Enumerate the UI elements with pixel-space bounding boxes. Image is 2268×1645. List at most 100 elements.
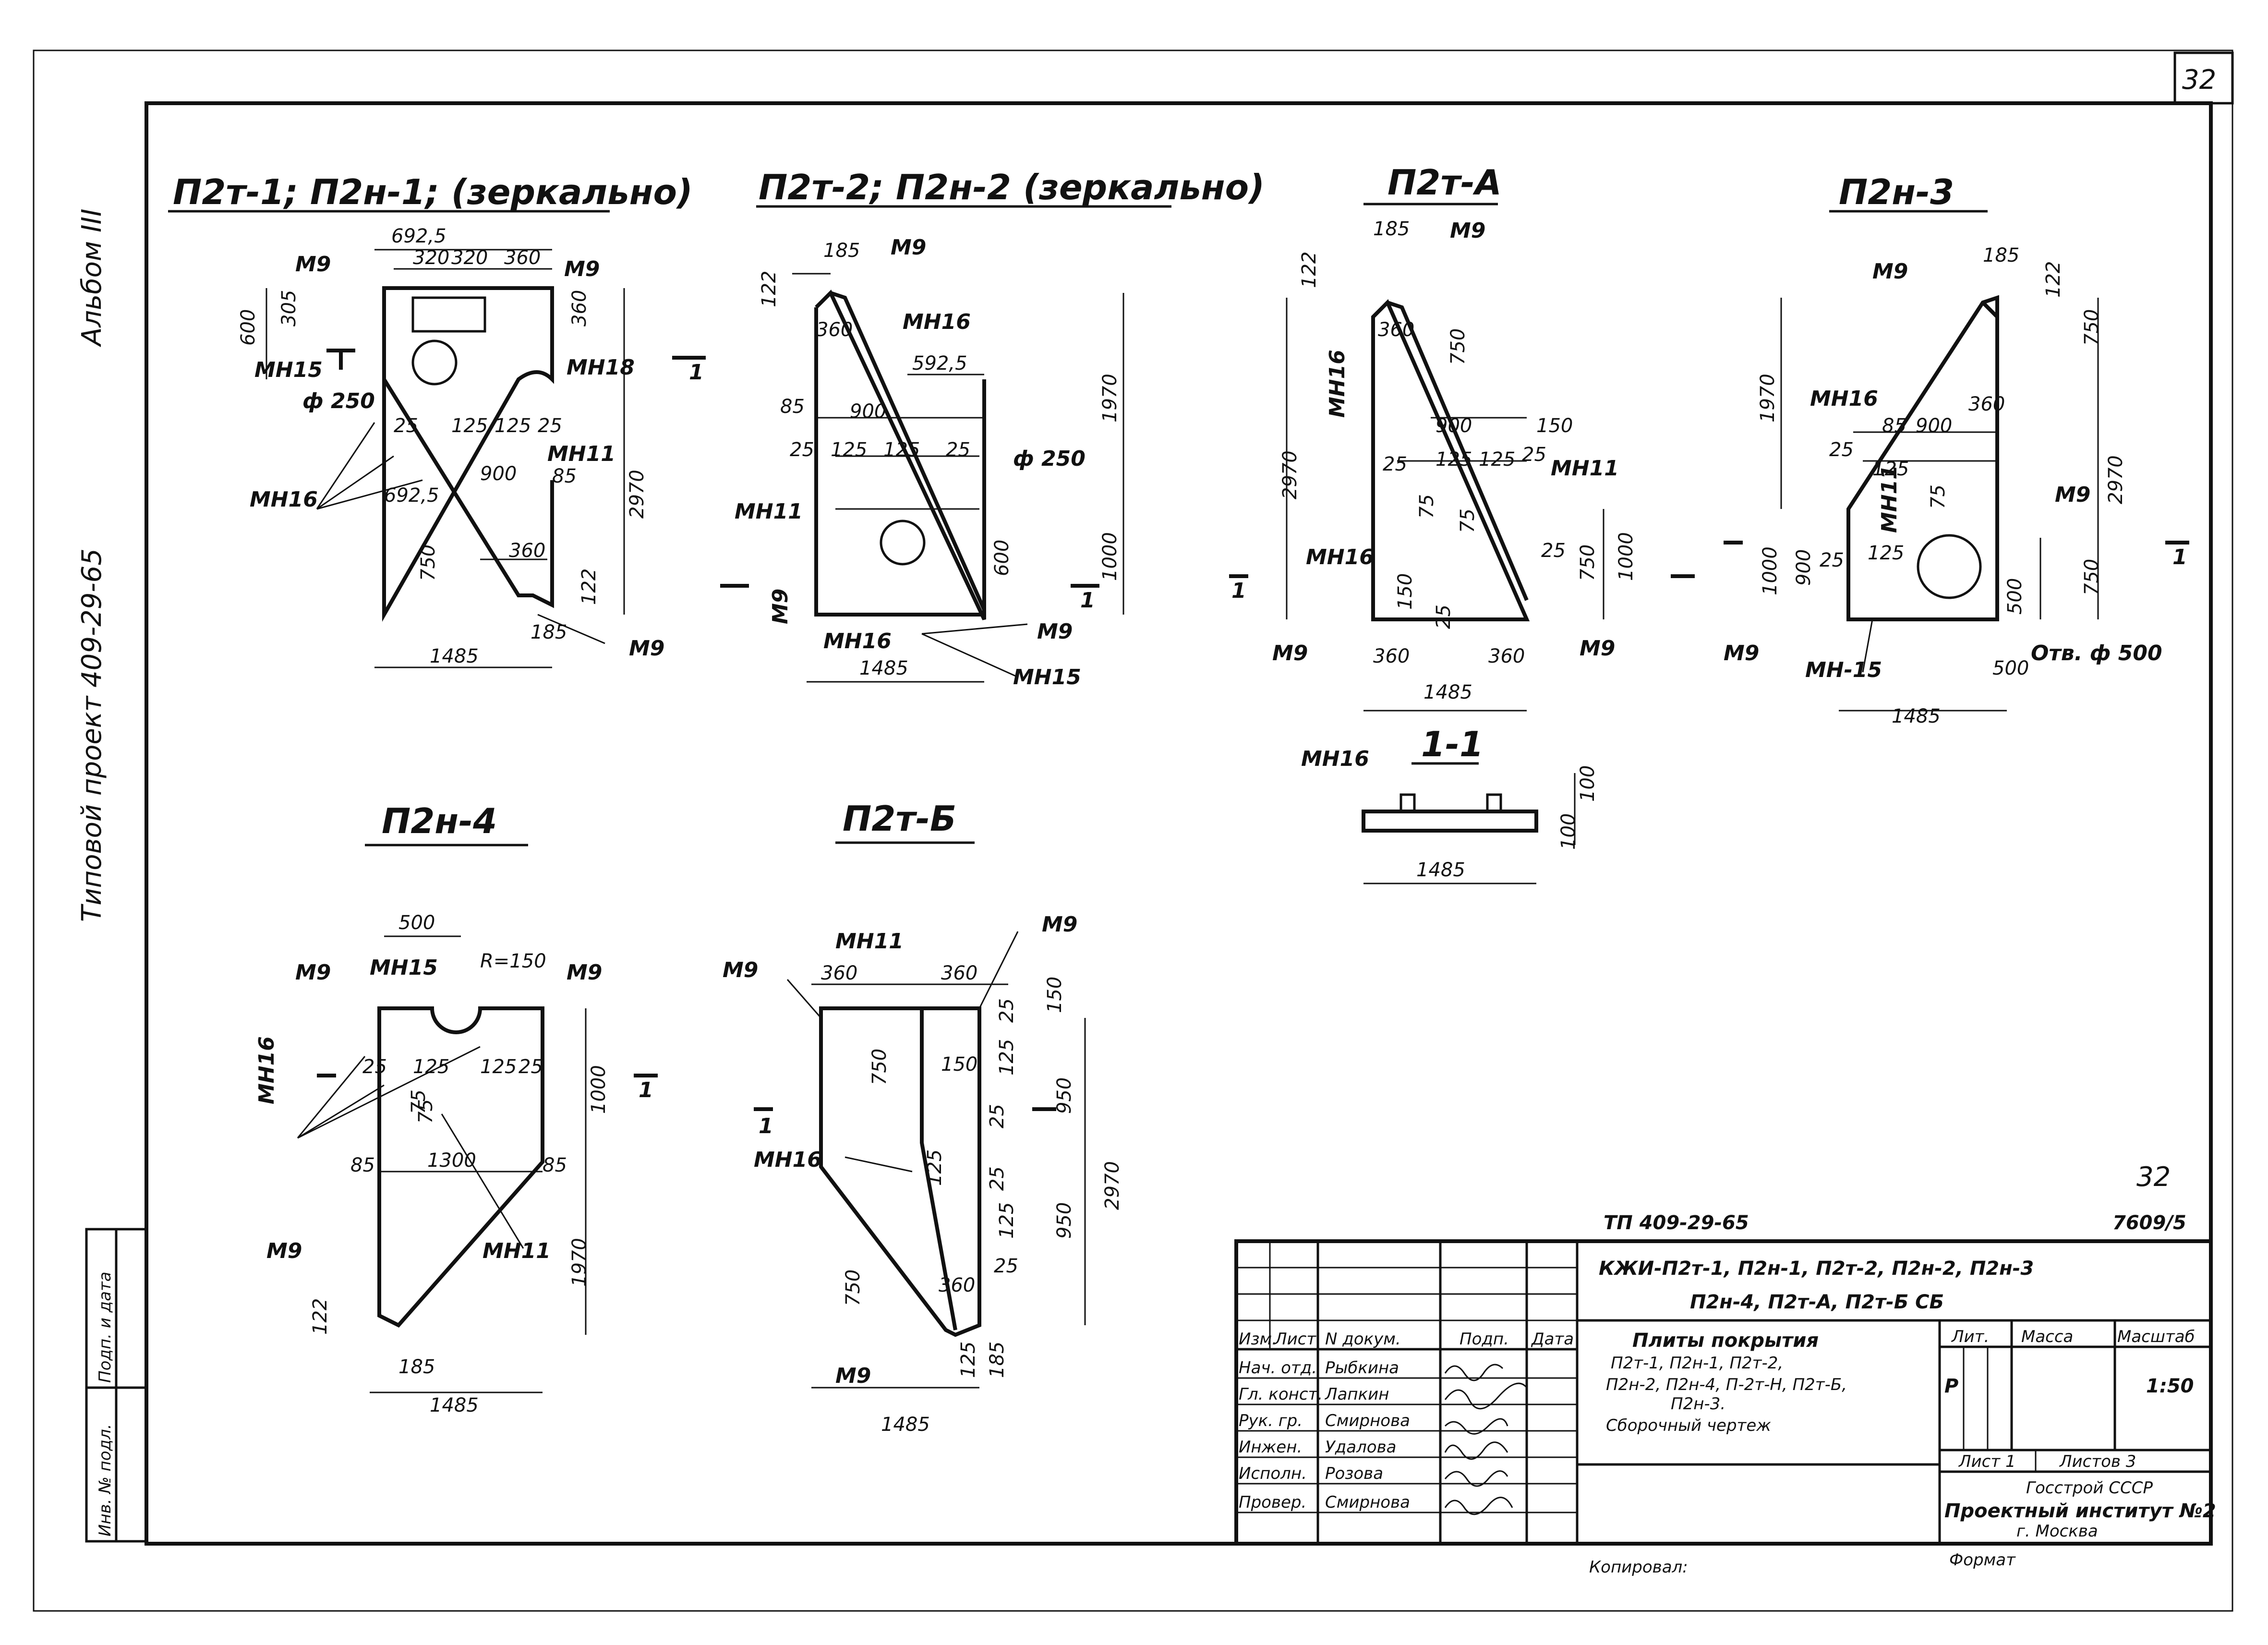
dimension-label: 1485 xyxy=(1892,705,1941,727)
page-number-box xyxy=(2173,51,2234,105)
dimension-label: 25 xyxy=(1383,453,1407,475)
opening-circle xyxy=(1917,534,1982,599)
text-label: Листов 3 xyxy=(2059,1452,2136,1471)
embed-mark-label: М9 xyxy=(1042,912,1077,937)
dimension-label: 125 xyxy=(495,415,531,437)
dimension-label: 750 xyxy=(1577,544,1599,581)
embed-mark-label: МН16 xyxy=(250,487,318,512)
dimension-label: 75 xyxy=(408,1089,430,1114)
dimension-label: 100 xyxy=(1577,765,1599,802)
drawing-stroke xyxy=(1387,301,1529,601)
slab-outline xyxy=(1846,295,1999,621)
signature xyxy=(1444,1418,1508,1435)
side-album: Альбом III xyxy=(76,209,108,348)
dimension-label: 600 xyxy=(237,309,259,346)
dimension-label: 1970 xyxy=(568,1238,591,1287)
dimension-label: 1485 xyxy=(881,1414,930,1436)
drawing-stroke xyxy=(1399,793,1416,813)
embed-mark-label: М9 xyxy=(2055,483,2090,507)
dimension-label: 125 xyxy=(996,1202,1018,1239)
dimension-label: 750 xyxy=(2081,559,2103,595)
dimension-label: 150 xyxy=(1536,415,1573,437)
dimension-label: 25 xyxy=(1433,605,1455,629)
dimension-label: 2970 xyxy=(626,470,648,519)
embed-mark-label: М9 xyxy=(295,960,331,985)
embed-mark-label: М9 xyxy=(891,235,926,260)
dimension-label: 320 xyxy=(413,247,449,269)
dimension-label: 360 xyxy=(1378,319,1414,341)
dimension-label: 185 xyxy=(986,1342,1008,1378)
panel-p2t-2: П2т-2; П2н-2 (зеркально) 185 122 360 592… xyxy=(720,167,1265,689)
embed-mark-label: МН16 xyxy=(1301,747,1369,771)
dimension-label: 2970 xyxy=(1101,1161,1123,1210)
inner-frame xyxy=(145,101,2213,1546)
dimension-label: 600 xyxy=(991,540,1013,576)
drawing-stroke xyxy=(830,291,986,611)
text-label: Гл. конст. xyxy=(1239,1385,1323,1404)
embed-mark-label: МН11 xyxy=(547,442,615,466)
dimension-label: 25 xyxy=(790,439,814,461)
section-mark-label: 1 xyxy=(1080,588,1095,613)
dimension-label: 25 xyxy=(519,1056,543,1078)
dimension-label: 125 xyxy=(957,1342,979,1378)
text-label: Смирнова xyxy=(1325,1411,1410,1430)
slab-outline xyxy=(814,290,986,620)
dimension-label: R=150 xyxy=(480,950,546,972)
dimension-label: 360 xyxy=(509,540,545,562)
embed-mark-label: МН18 xyxy=(567,355,635,380)
format-label: Формат xyxy=(1949,1550,2016,1570)
dimension-label: 75 xyxy=(1927,484,1949,509)
embed-mark-label: МН16 xyxy=(903,310,971,334)
drawing-stroke xyxy=(978,931,1019,1009)
panel-title: П2т-2; П2н-2 (зеркально) xyxy=(759,167,1265,207)
drawing-stroke xyxy=(1234,1239,2213,1546)
dimension-label: 150 xyxy=(941,1053,977,1076)
dimension-label: 122 xyxy=(578,568,600,605)
side-project: Типовой проект 409-29-65 xyxy=(76,548,108,922)
embed-mark-label: М9 xyxy=(564,257,600,281)
title-block: 32 ТП 409-29-65 7609/5 Изм. Лист xyxy=(1234,1161,2216,1577)
section-mark-label: 1 xyxy=(759,1114,773,1138)
text-label: Инжен. xyxy=(1239,1438,1302,1457)
dimension-label: 750 xyxy=(417,544,439,581)
embed-mark-label: МН11 xyxy=(835,929,904,954)
panel-p2n-3: П2н-3 185 122 750 1970 360 2970 85 900 2… xyxy=(1724,172,2189,727)
dimension-label: 500 xyxy=(2004,578,2026,615)
dimension-label: 750 xyxy=(842,1270,864,1306)
slab-outline xyxy=(382,286,554,622)
dimension-label: 900 xyxy=(1793,549,1815,586)
panel-p2t-b: П2т-Б 360 360 25 150 750 150 125 950 25 … xyxy=(723,798,1123,1436)
text-label: Смирнова xyxy=(1325,1493,1410,1512)
text-label: Нач. отд. xyxy=(1239,1358,1317,1378)
text-label: Лист 1 xyxy=(1958,1452,2016,1471)
dimension-label: 25 xyxy=(946,439,970,461)
text-label: П2н-3. xyxy=(1671,1394,1725,1414)
embed-mark-label: М9 xyxy=(723,958,758,982)
slab-outline xyxy=(377,1006,544,1328)
drawing-stroke xyxy=(316,455,394,510)
dimension-label: 85 xyxy=(350,1154,375,1176)
dimension-label: 25 xyxy=(994,1255,1018,1277)
embed-mark-label: МН15 xyxy=(370,956,438,980)
text-label: Подп. xyxy=(1460,1330,1509,1349)
text-label: Рыбкина xyxy=(1325,1358,1399,1378)
dimension-label: 125 xyxy=(924,1149,946,1186)
text-label: П2н-2, П2н-4, П-2т-Н, П2т-Б, xyxy=(1606,1375,1847,1394)
dimension-label: 125 xyxy=(1436,448,1472,471)
dimension-label: 25 xyxy=(1820,549,1844,571)
dimension-label: 125 xyxy=(1479,448,1515,471)
dimension-label: 360 xyxy=(1488,645,1525,667)
text-label: Розова xyxy=(1325,1464,1383,1483)
panel-p2n-4: П2н-4 500 R=150 25 125 125 25 75 75 1000… xyxy=(254,801,658,1416)
opening-circle xyxy=(880,520,926,566)
text-label: Рук. гр. xyxy=(1239,1411,1303,1430)
dimension-label: 75 xyxy=(1416,494,1438,519)
embed-mark-label: МН16 xyxy=(754,1148,822,1172)
dimension-label: 25 xyxy=(1829,439,1854,461)
embed-mark-label: МН16 xyxy=(254,1036,279,1104)
embed-mark-label: М9 xyxy=(768,589,793,624)
dimension-label: 1000 xyxy=(1099,532,1121,581)
section-1-1: 1-1 100 100 1485 МН16 xyxy=(1301,724,1599,884)
panel-title: П2т-А xyxy=(1387,162,1502,203)
embed-mark-label: МН16 xyxy=(1325,350,1350,418)
